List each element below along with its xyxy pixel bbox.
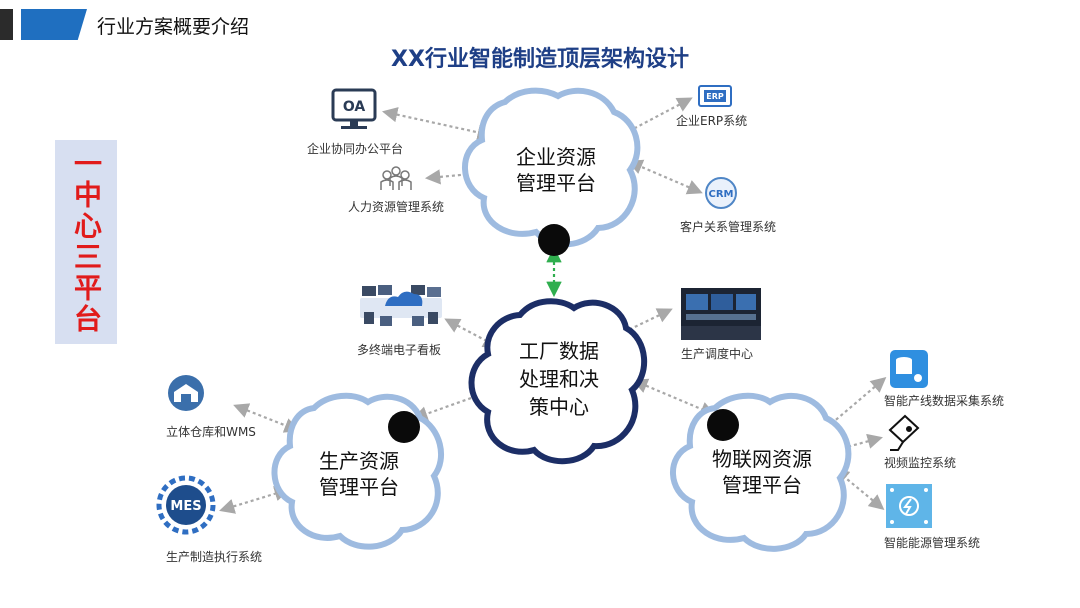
connector-center-iot <box>632 378 716 417</box>
center-line-2: 处理和决 <box>519 367 599 391</box>
database-icon <box>890 350 928 388</box>
junction-dot-production <box>388 411 420 443</box>
label-dispatch: 生产调度中心 <box>681 346 753 361</box>
label-video: 视频监控系统 <box>884 455 956 470</box>
connector-mes <box>219 486 290 514</box>
erp-platform-line-2: 管理平台 <box>516 171 596 195</box>
iot-platform-line-1: 物联网资源 <box>712 447 812 471</box>
cloud-center <box>468 298 647 465</box>
people-icon <box>380 166 412 190</box>
iot-platform-line-2: 管理平台 <box>722 473 802 497</box>
warehouse-icon <box>168 375 204 411</box>
erp-icon-text: ERP <box>706 92 724 101</box>
mes-gear-icon: MES <box>156 475 216 535</box>
production-platform-line-2: 管理平台 <box>319 475 399 499</box>
label-mes: 生产制造执行系统 <box>166 550 262 564</box>
label-oa: 企业协同办公平台 <box>307 141 403 156</box>
production-platform-line-1: 生产资源 <box>319 449 399 473</box>
label-line-data: 智能产线数据采集系统 <box>884 393 1004 408</box>
camera-icon <box>888 414 920 451</box>
cloud-erp-platform <box>462 87 641 248</box>
side-label-box: 一中心三平台 <box>55 140 117 344</box>
dashboard-screens-icon <box>360 285 442 326</box>
center-line-1: 工厂数据 <box>519 339 599 363</box>
mes-icon-text: MES <box>170 499 201 514</box>
label-screen: 多终端电子看板 <box>357 342 441 357</box>
junction-dot-erp <box>538 224 570 256</box>
crm-icon-text: CRM <box>709 189 734 200</box>
label-warehouse: 立体仓库和WMS <box>166 424 256 439</box>
label-crm: 客户关系管理系统 <box>680 219 776 234</box>
dispatch-center-image <box>681 288 761 340</box>
label-erp: 企业ERP系统 <box>676 113 747 128</box>
erp-platform-line-1: 企业资源 <box>516 145 596 169</box>
connector-warehouse <box>233 403 300 433</box>
label-hr: 人力资源管理系统 <box>348 199 444 214</box>
junction-dot-iot <box>707 409 739 441</box>
connector-crm <box>627 159 703 195</box>
label-energy: 智能能源管理系统 <box>884 535 980 550</box>
energy-icon <box>886 484 932 528</box>
header-title: 行业方案概要介绍 <box>97 16 250 38</box>
center-line-3: 策中心 <box>529 395 589 419</box>
header-dark-block <box>0 9 13 40</box>
oa-icon-text: OA <box>343 99 366 115</box>
main-title: XX行业智能制造顶层架构设计 <box>391 47 689 72</box>
side-label: 一中心三平台 <box>70 149 103 335</box>
oa-icon: OA <box>331 88 377 129</box>
crm-icon: CRM <box>705 177 737 209</box>
erp-icon: ERP <box>698 85 732 107</box>
header-blue-tab <box>21 9 87 40</box>
connector-oa <box>381 107 494 140</box>
